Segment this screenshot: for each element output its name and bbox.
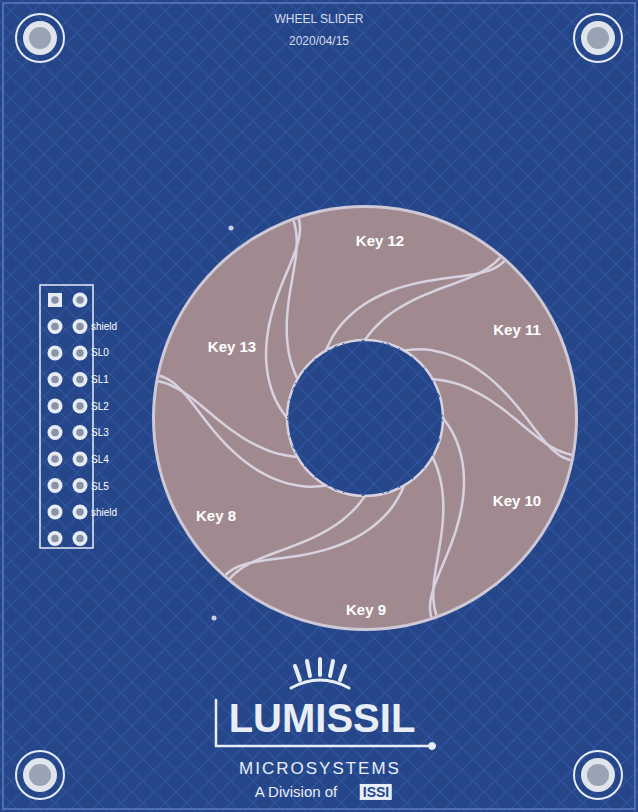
key-gap [365, 257, 500, 340]
key-gap [433, 457, 444, 615]
pin-pad [73, 505, 88, 520]
pin-name: SL5 [91, 481, 109, 493]
key-label: Key 13 [206, 338, 258, 355]
pin-drill [51, 296, 59, 304]
logo-division: A Division of [255, 783, 338, 800]
header-pins [48, 293, 88, 547]
logo-dot [429, 743, 436, 750]
logo-mark [216, 659, 436, 750]
logo-issi: ISSI [360, 784, 392, 800]
logo-ray [318, 659, 322, 675]
pin-drill [51, 402, 59, 410]
pin-drill [51, 508, 59, 516]
via [229, 226, 234, 231]
wheel-hole-hatch [287, 340, 443, 496]
mounting-holes [16, 14, 622, 799]
pin-pad [73, 531, 88, 546]
pin-drill [51, 349, 59, 357]
key-label: Key 9 [344, 601, 388, 618]
wheel-copper [155, 208, 575, 628]
pin-name: shield [91, 507, 117, 519]
pin-drill [51, 455, 59, 463]
pin-pad [73, 293, 88, 308]
key-label: Key 8 [194, 507, 238, 524]
pin-drill [76, 482, 84, 490]
pin-pad [48, 399, 63, 414]
hole-drill [587, 27, 609, 49]
hole-drill [29, 27, 51, 49]
pin-name: SL2 [91, 401, 109, 413]
pin-drill [51, 482, 59, 490]
wheel-hole [287, 340, 443, 496]
pin-name: SL0 [91, 347, 109, 359]
pin-pad [48, 505, 63, 520]
wheel-slider [152, 205, 578, 631]
logo-ray [330, 661, 333, 676]
pin-pad [48, 478, 63, 493]
hole-ring [574, 751, 622, 799]
board-edge [3, 3, 635, 809]
via [212, 616, 217, 621]
board-title: WHEEL SLIDER [275, 13, 364, 27]
hole-ring [16, 751, 64, 799]
hole-drill [587, 764, 609, 786]
pin-pad [73, 372, 88, 387]
header-outline [40, 285, 93, 548]
pin-pad-square [48, 293, 62, 307]
pin-pad [73, 425, 88, 440]
logo-subtitle: MICROSYSTEMS [239, 759, 401, 779]
hole-pad [23, 758, 57, 792]
pin-drill [76, 429, 84, 437]
pin-drill [76, 296, 84, 304]
pin-pad [48, 372, 63, 387]
pin-drill [76, 508, 84, 516]
logo-word: LUMISSIL [229, 695, 416, 741]
pin-name: SL3 [91, 427, 109, 439]
pin-name: SL4 [91, 454, 109, 466]
pin-drill [51, 376, 59, 384]
pin-pad [73, 346, 88, 361]
wheel-rim [152, 205, 578, 631]
hole-pad [581, 758, 615, 792]
pin-pad [73, 319, 88, 334]
hole-pad [581, 21, 615, 55]
pin-pad [48, 425, 63, 440]
pin-drill [76, 402, 84, 410]
hole-pad [23, 21, 57, 55]
pin-drill [76, 349, 84, 357]
pin-pad [48, 346, 63, 361]
logo-ray [340, 666, 345, 680]
hole-ring [16, 14, 64, 62]
hole-drill [29, 764, 51, 786]
pin-drill [51, 323, 59, 331]
pin-name: SL1 [91, 374, 109, 386]
pin-pad [48, 319, 63, 334]
hole-ring [574, 14, 622, 62]
pin-pad [73, 478, 88, 493]
pin-pad [73, 399, 88, 414]
key-label: Key 10 [491, 492, 543, 509]
logo-ray [295, 666, 300, 680]
key-gap [433, 379, 572, 455]
key-gap [158, 381, 297, 457]
key-label: Key 12 [354, 232, 406, 249]
key-gap [287, 221, 298, 379]
pin-name: shield [91, 321, 117, 333]
pin-pad [73, 452, 88, 467]
key-label: Key 11 [491, 321, 543, 338]
pin-drill [76, 455, 84, 463]
logo-ray [307, 661, 310, 676]
pin-drill [76, 323, 84, 331]
pin-pad [48, 531, 63, 546]
pin-drill [76, 535, 84, 543]
pin-drill [51, 429, 59, 437]
board-date: 2020/04/15 [289, 35, 349, 49]
pin-drill [51, 535, 59, 543]
key-gap [230, 496, 365, 579]
pin-drill [76, 376, 84, 384]
pin-pad [48, 452, 63, 467]
